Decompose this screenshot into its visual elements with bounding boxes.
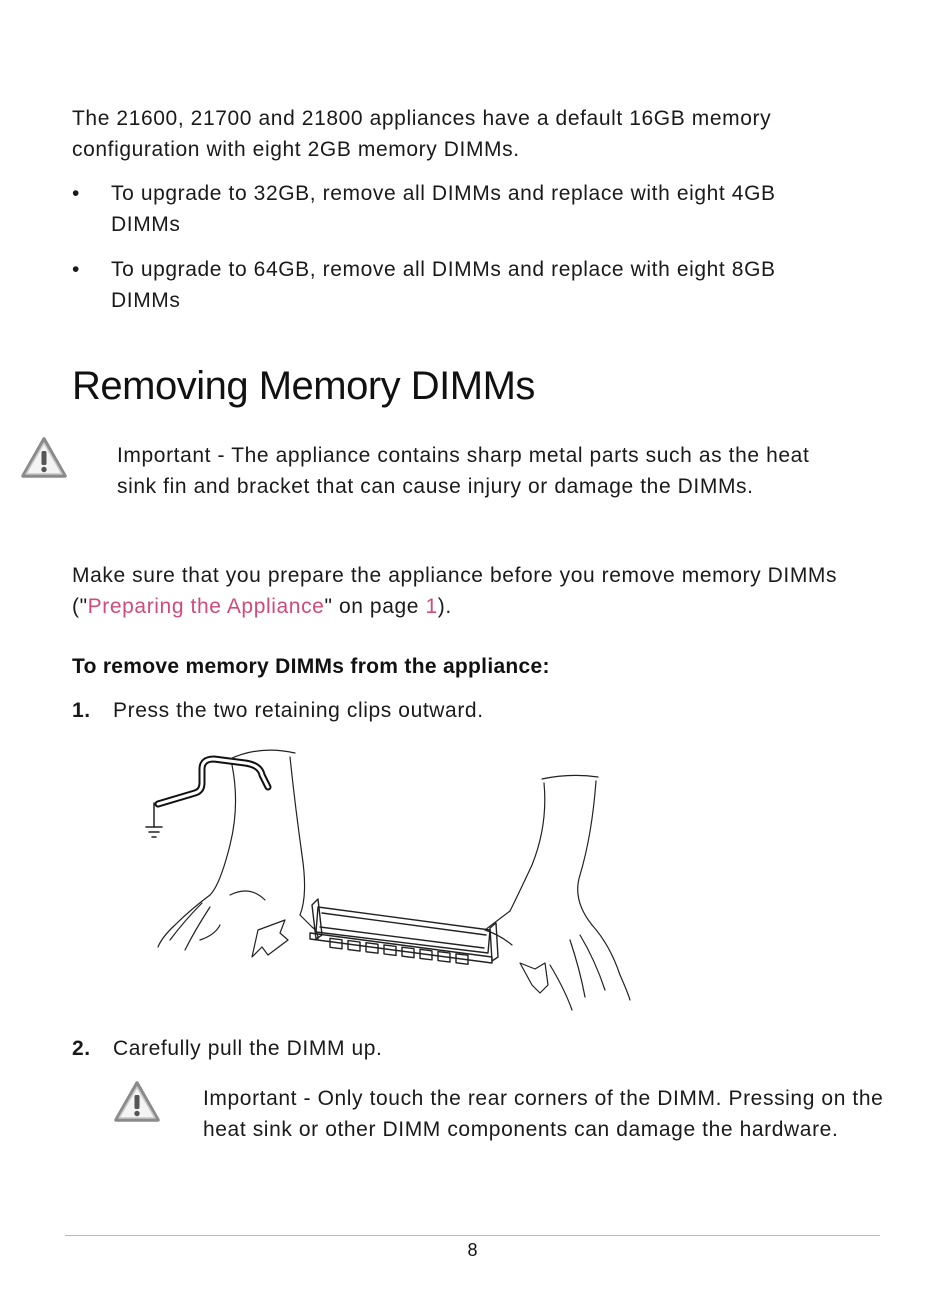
important-text: - The appliance contains sharp metal par… [117,444,810,498]
important-note-2: Important - Only touch the rear corners … [203,1083,918,1145]
intro-paragraph: The 21600, 21700 and 21800 appliances ha… [72,107,772,161]
section-title: Removing Memory DIMMs [72,364,535,408]
bullet-item-32gb: • To upgrade to 32GB, remove all DIMMs a… [72,178,852,240]
bullet-symbol: • [72,182,80,205]
warning-icon [20,436,68,480]
important-text: - Only touch the rear corners of the DIM… [203,1087,884,1141]
step-number: 1. [72,699,91,722]
page-number: 8 [467,1240,478,1260]
prepare-text-middle: " on page [324,595,426,618]
important-note-1: Important - The appliance contains sharp… [117,440,837,502]
step-2: 2. Carefully pull the DIMM up. [72,1033,872,1064]
footer-rule [65,1235,880,1236]
prepare-paragraph: Make sure that you prepare the appliance… [72,560,872,622]
prepare-text-before: Make sure that you prepare the appliance… [72,564,838,618]
procedure-heading: To remove memory DIMMs from the applianc… [72,655,550,678]
step-text: Carefully pull the DIMM up. [113,1037,383,1060]
preparing-appliance-link[interactable]: Preparing the Appliance [87,595,325,618]
bullet-text: To upgrade to 32GB, remove all DIMMs and… [111,182,776,236]
prepare-text-after: ). [437,595,452,618]
bullet-item-64gb: • To upgrade to 64GB, remove all DIMMs a… [72,254,852,316]
step-1: 1. Press the two retaining clips outward… [72,695,872,726]
bullet-symbol: • [72,258,80,281]
important-lead: Important [117,444,212,467]
bullet-text: To upgrade to 64GB, remove all DIMMs and… [111,258,776,312]
step-number: 2. [72,1037,91,1060]
page-reference-link[interactable]: 1 [425,595,438,618]
warning-icon [113,1080,161,1124]
dimm-removal-illustration [140,735,660,1025]
step-text: Press the two retaining clips outward. [113,699,484,722]
important-lead: Important [203,1087,298,1110]
